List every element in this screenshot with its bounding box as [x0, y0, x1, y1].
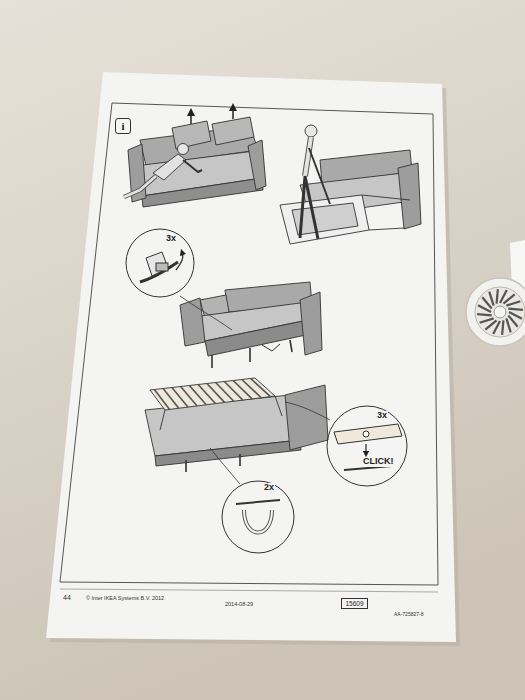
- vent-slot: [482, 297, 491, 308]
- vent-slot: [503, 294, 514, 303]
- slat: [207, 384, 225, 403]
- slat: [251, 379, 271, 397]
- slat: [189, 386, 206, 405]
- sound-label: CLICK!: [362, 457, 395, 467]
- document-code: AA-725827-8: [394, 612, 423, 618]
- info-icon: i: [115, 118, 131, 134]
- slat: [224, 382, 243, 401]
- part-number: 15609: [345, 600, 363, 607]
- quantity-label: 2x: [263, 483, 275, 493]
- sofa-scene-1: [124, 107, 266, 207]
- vent-slot: [477, 314, 492, 315]
- slat: [154, 390, 169, 410]
- slat: [198, 385, 215, 404]
- info-symbol: i: [121, 120, 124, 132]
- detail-callout: 3xCLICK!: [326, 405, 408, 487]
- page-number: 44: [63, 594, 71, 602]
- sofa-scene-4: [145, 378, 328, 472]
- slat: [242, 380, 261, 398]
- slat: [163, 389, 179, 409]
- callout-circle: [221, 480, 295, 554]
- detail-callout: 2x: [221, 480, 295, 554]
- vent-slot: [497, 289, 498, 304]
- part-number-box: 15609: [341, 598, 368, 609]
- callout-details: [140, 252, 402, 533]
- vent-slot: [489, 292, 493, 306]
- vent-slot: [506, 301, 520, 305]
- slat: [233, 381, 252, 399]
- callout-circle: [125, 228, 195, 298]
- frame: [60, 103, 438, 585]
- copyright: © Inter IKEA Systems B.V. 2012: [86, 595, 164, 601]
- quantity-label: 3x: [165, 234, 177, 244]
- vent-slot: [485, 320, 496, 329]
- detail-callout: 3x: [125, 228, 195, 298]
- quantity-label: 3x: [376, 411, 388, 421]
- footer-rule: [60, 589, 438, 592]
- paper: [46, 72, 456, 642]
- vent-slot: [506, 318, 510, 332]
- callout-circle: [326, 405, 408, 487]
- sofa-scene-2: [280, 125, 421, 244]
- slat: [216, 383, 234, 402]
- date: 2014-08-29: [225, 601, 253, 607]
- vent-slot: [502, 320, 503, 335]
- vent-slot: [480, 318, 494, 322]
- vent-slot: [508, 309, 523, 310]
- vent: [466, 278, 525, 346]
- vent-slot: [508, 315, 517, 326]
- sofa-scene-3: [180, 282, 322, 368]
- slat: [181, 387, 197, 406]
- slat: [172, 388, 188, 408]
